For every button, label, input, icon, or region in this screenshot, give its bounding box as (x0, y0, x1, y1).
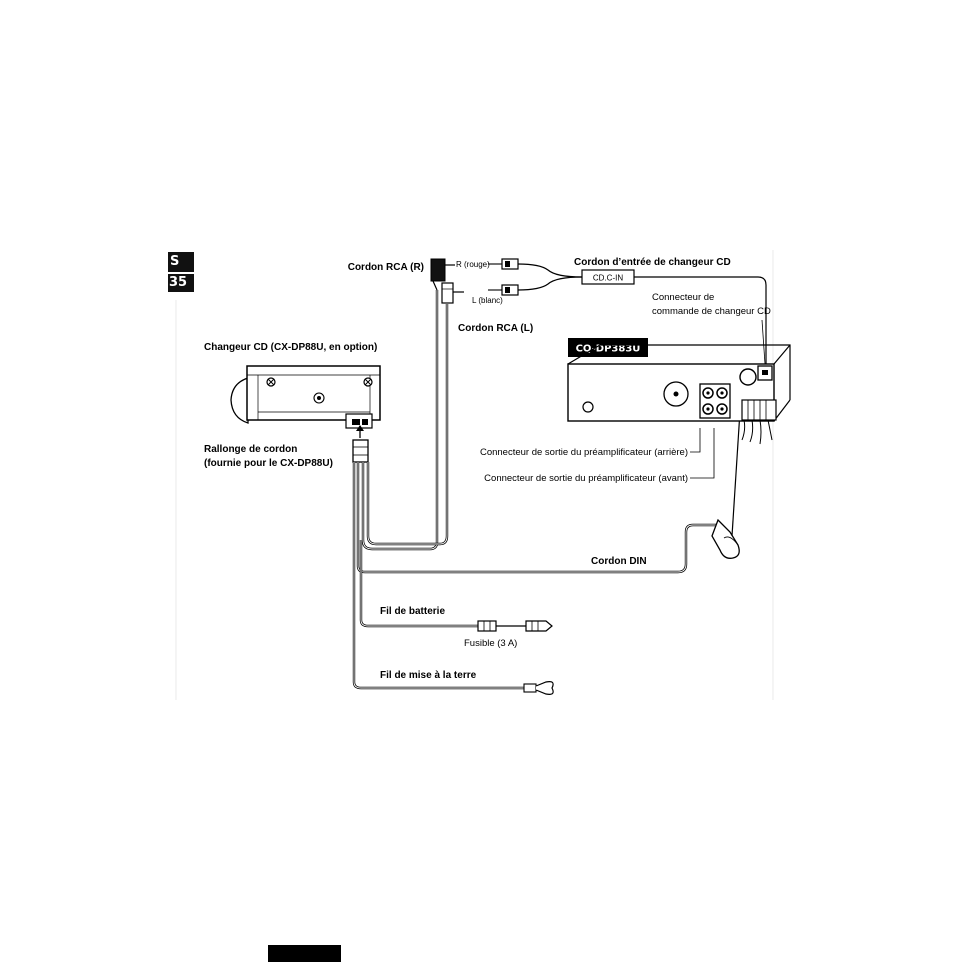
control-connector-leader (761, 319, 766, 365)
front-preamp-leader (690, 428, 715, 479)
label-sortie-avant: Connecteur de sortie du préamplificateur… (484, 473, 688, 484)
label-l-blanc: L (blanc) (472, 296, 503, 305)
fuse-holder-icon (477, 620, 553, 632)
label-cordon-rca-l: Cordon RCA (L) (458, 323, 533, 334)
label-rallonge-line2: (fournie pour le CX-DP88U) (204, 458, 333, 469)
changer-mount-screw-icon (313, 392, 325, 404)
preamp-output-jacks-icon (699, 383, 731, 419)
label-cordon-rca-r: Cordon RCA (R) (348, 262, 424, 273)
label-fil-masse: Fil de mise à la terre (380, 670, 477, 681)
changer-front-bezel (230, 377, 249, 424)
head-unit: CQ-DP383U (567, 338, 791, 445)
ground-terminal-icon (523, 681, 554, 695)
head-unit-ground-hole (582, 401, 594, 413)
rca-l-cable (366, 304, 449, 546)
label-connecteur-commande-line2: commande de changeur CD (652, 306, 771, 317)
page-number-tab: 35 (168, 274, 194, 292)
label-changeur-cd: Changeur CD (CX-DP88U, en option) (204, 342, 377, 353)
cd-input-wire-r (517, 263, 583, 278)
rca-jack-r-icon (488, 258, 519, 270)
label-fusible: Fusible (3 A) (464, 638, 517, 649)
label-cordon-entree: Cordon d’entrée de changeur CD (574, 257, 731, 268)
cd-input-wire-l (517, 276, 583, 291)
rca-r-plug-icon (430, 258, 455, 291)
head-unit-top (567, 344, 791, 400)
model-badge-text: CQ-DP383U (576, 344, 641, 355)
label-fil-batterie: Fil de batterie (380, 606, 445, 617)
label-connecteur-commande-line1: Connecteur de (652, 292, 714, 303)
footer-bar (268, 945, 341, 962)
changer-screw-right-icon (363, 377, 373, 387)
ground-wire (352, 462, 524, 690)
rca-jack-l-icon (488, 284, 519, 296)
antenna-socket-icon (663, 381, 689, 407)
label-rallonge-line1: Rallonge de cordon (204, 444, 297, 455)
cd-changer-unit (230, 365, 381, 429)
label-r-rouge: R (rouge) (456, 260, 490, 269)
cd-input-tag-text: CD.C-IN (593, 274, 623, 283)
rca-l-plug-icon (441, 282, 464, 304)
section-letter-tab: S (168, 252, 194, 272)
cd-input-cable (634, 276, 767, 366)
extension-cord-plug (352, 425, 369, 463)
rear-preamp-leader (690, 428, 701, 453)
label-sortie-arriere: Connecteur de sortie du préamplificateur… (480, 447, 688, 458)
label-cordon-din: Cordon DIN (591, 556, 647, 567)
changer-screw-left-icon (266, 377, 276, 387)
din-socket-icon (739, 368, 757, 386)
power-harness-connector (741, 399, 777, 445)
